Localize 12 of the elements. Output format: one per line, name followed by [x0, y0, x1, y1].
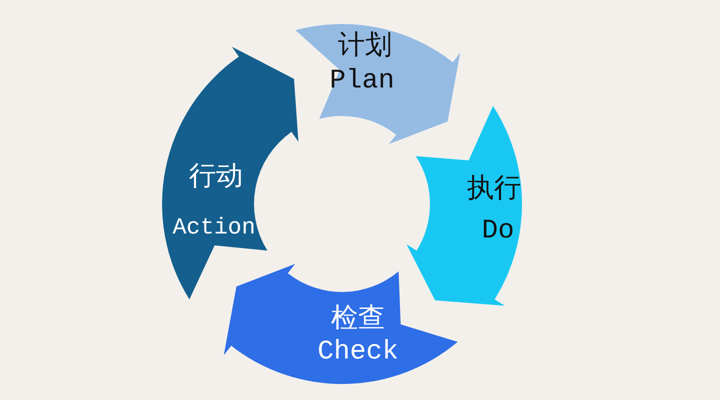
english-label: Do — [482, 218, 514, 246]
chinese-label: 行动 — [189, 162, 243, 190]
ring-segment — [406, 105, 522, 306]
ring-segment — [295, 24, 461, 145]
english-label: Plan — [330, 68, 394, 96]
english-label: Check — [318, 340, 398, 366]
ring-segment — [162, 46, 299, 300]
english-label: Action — [172, 216, 256, 240]
chinese-label: 计划 — [338, 32, 392, 58]
chinese-label: 检查 — [331, 304, 385, 332]
ring-segment — [223, 263, 458, 384]
chinese-label: 执行 — [467, 174, 521, 202]
